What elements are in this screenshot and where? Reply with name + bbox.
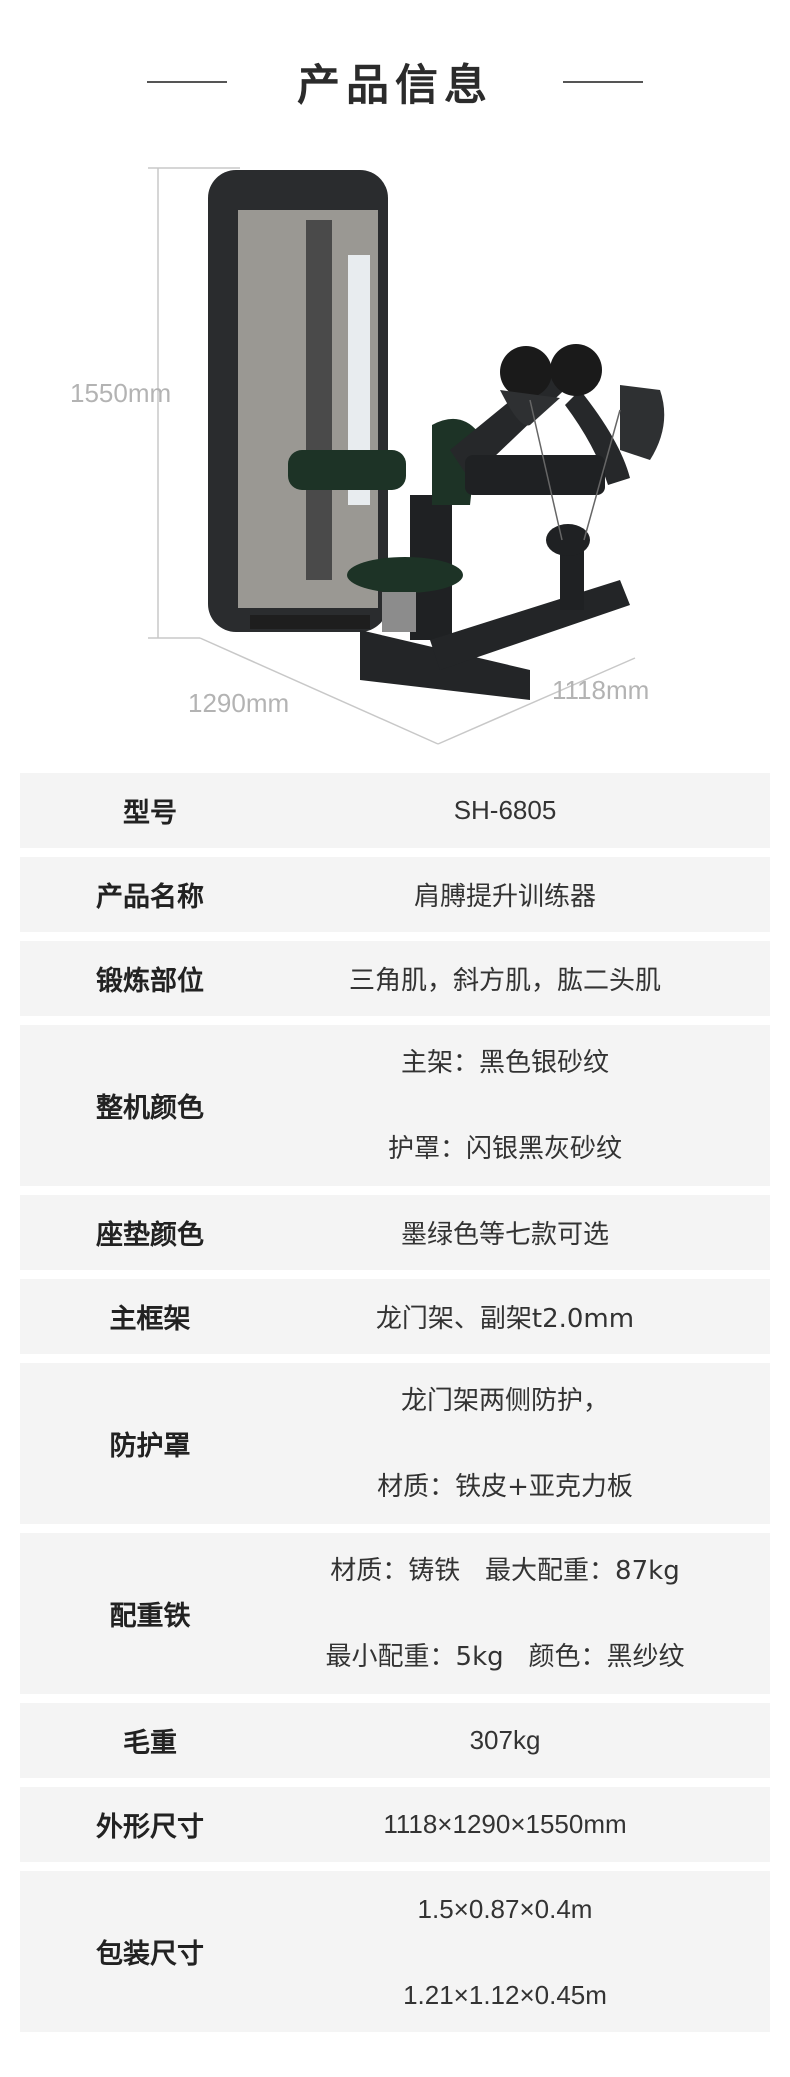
section-header: 产品信息 bbox=[0, 52, 790, 112]
spec-label: 毛重 bbox=[123, 1728, 177, 1759]
machine-drawing bbox=[148, 167, 665, 745]
spec-value: 肩膊提升训练器 bbox=[280, 857, 770, 932]
spec-value-line: 1.21×1.12×0.45m bbox=[403, 1979, 607, 2010]
spec-label: 外形尺寸 bbox=[96, 1812, 204, 1843]
spec-value-line: 最小配重：5kg 颜色：黑纱纹 bbox=[325, 1641, 685, 1672]
page-title: 产品信息 bbox=[297, 61, 493, 111]
spec-value: 1.5×0.87×0.4m 1.21×1.12×0.45m bbox=[280, 1871, 770, 2032]
hip-pad bbox=[288, 450, 406, 490]
width-dimension: 1118mm bbox=[552, 675, 650, 705]
spec-label: 座垫颜色 bbox=[96, 1220, 204, 1251]
spec-label: 锻炼部位 bbox=[96, 966, 204, 997]
spec-value-line: 材质：铸铁 最大配重：87kg bbox=[330, 1555, 680, 1586]
spec-value-line: 1118×1290×1550mm bbox=[383, 1809, 627, 1839]
spec-row-pad-color: 座垫颜色 墨绿色等七款可选 bbox=[20, 1195, 770, 1270]
spec-value: 龙门架两侧防护， 材质：铁皮+亚克力板 bbox=[280, 1363, 770, 1524]
spec-label: 型号 bbox=[123, 798, 177, 829]
spec-label: 整机颜色 bbox=[96, 1093, 204, 1124]
spec-row-product-name: 产品名称 肩膊提升训练器 bbox=[20, 857, 770, 932]
spec-value-line: 材质：铁皮+亚克力板 bbox=[377, 1471, 633, 1502]
spec-value: 1118×1290×1550mm bbox=[280, 1787, 770, 1862]
spec-label: 配重铁 bbox=[109, 1601, 191, 1632]
height-dimension: 1550mm bbox=[70, 378, 172, 408]
spec-value-line: 龙门架两侧防护， bbox=[400, 1385, 609, 1416]
seat-pad bbox=[347, 557, 463, 593]
spec-row-machine-color: 整机颜色 主架：黑色银砂纹 护罩：闪银黑灰砂纹 bbox=[20, 1025, 770, 1186]
spec-row-shroud: 防护罩 龙门架两侧防护， 材质：铁皮+亚克力板 bbox=[20, 1363, 770, 1524]
spec-row-main-frame: 主框架 龙门架、副架t2.0mm bbox=[20, 1279, 770, 1354]
spec-row-weight-stack: 配重铁 材质：铸铁 最大配重：87kg 最小配重：5kg 颜色：黑纱纹 bbox=[20, 1533, 770, 1694]
spec-value: 龙门架、副架t2.0mm bbox=[280, 1279, 770, 1354]
spec-label: 主框架 bbox=[109, 1304, 191, 1335]
spec-value: 主架：黑色银砂纹 护罩：闪银黑灰砂纹 bbox=[280, 1025, 770, 1186]
spec-row-dimensions: 外形尺寸 1118×1290×1550mm bbox=[20, 1787, 770, 1862]
spec-row-gross-weight: 毛重 307kg bbox=[20, 1703, 770, 1778]
spec-value: SH-6805 bbox=[280, 773, 770, 848]
lift-arm bbox=[465, 455, 605, 495]
spec-label: 产品名称 bbox=[96, 882, 204, 913]
acrylic-window bbox=[348, 255, 370, 505]
spec-row-package-size: 包装尺寸 1.5×0.87×0.4m 1.21×1.12×0.45m bbox=[20, 1871, 770, 2032]
spec-value-line: 1.5×0.87×0.4m bbox=[417, 1893, 593, 1924]
spec-table: 型号 SH-6805 产品名称 肩膊提升训练器 锻炼部位 三角肌，斜方肌，肱二头… bbox=[20, 773, 770, 2041]
dimension-lines bbox=[148, 167, 636, 745]
spec-row-target-muscles: 锻炼部位 三角肌，斜方肌，肱二头肌 bbox=[20, 941, 770, 1016]
spec-value-line: 三角肌，斜方肌，肱二头肌 bbox=[348, 966, 661, 996]
spec-value: 材质：铸铁 最大配重：87kg 最小配重：5kg 颜色：黑纱纹 bbox=[280, 1533, 770, 1694]
header-right-rule bbox=[563, 81, 643, 83]
spec-row-model: 型号 SH-6805 bbox=[20, 773, 770, 848]
spec-value-line: 龙门架、副架t2.0mm bbox=[375, 1304, 635, 1334]
pulley-left bbox=[500, 346, 552, 398]
spec-value: 307kg bbox=[280, 1703, 770, 1778]
header-left-rule bbox=[147, 81, 227, 83]
spec-value: 墨绿色等七款可选 bbox=[280, 1195, 770, 1270]
spec-value-line: 主架：黑色银砂纹 bbox=[400, 1047, 609, 1078]
spec-value: 三角肌，斜方肌，肱二头肌 bbox=[280, 941, 770, 1016]
spec-label: 包装尺寸 bbox=[96, 1939, 204, 1970]
pulley-right bbox=[550, 344, 602, 396]
depth-dimension: 1290mm bbox=[188, 688, 290, 718]
spec-label: 防护罩 bbox=[109, 1431, 191, 1462]
spec-value-line: 墨绿色等七款可选 bbox=[400, 1220, 609, 1250]
spec-value-line: SH-6805 bbox=[453, 795, 557, 825]
spec-value-line: 307kg bbox=[469, 1725, 541, 1755]
spec-value-line: 护罩：闪银黑灰砂纹 bbox=[387, 1133, 622, 1164]
spec-value-line: 肩膊提升训练器 bbox=[413, 882, 596, 912]
product-illustration: 1550mm 1290mm 1118mm bbox=[60, 160, 700, 750]
